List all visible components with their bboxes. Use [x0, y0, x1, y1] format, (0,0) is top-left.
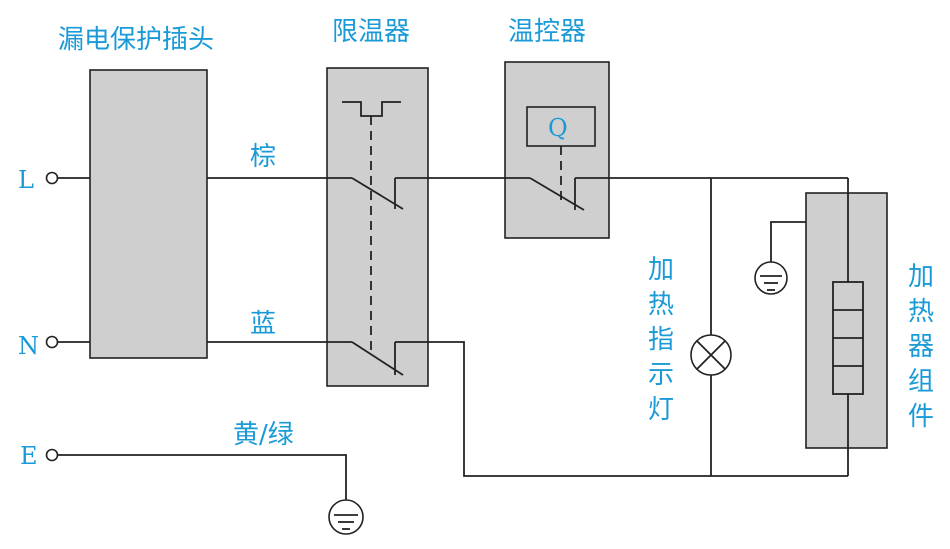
- plug-block: [89, 69, 208, 359]
- earth-wire-label: 黄/绿: [233, 420, 294, 450]
- indicator-char-5: 灯: [648, 395, 674, 425]
- limiter-n-switch-icon: [351, 341, 404, 376]
- brown-wire-label: 棕: [250, 142, 276, 172]
- plug-title: 漏电保护插头: [58, 25, 214, 55]
- indicator-char-2: 热: [648, 290, 674, 320]
- terminal-n-label: N: [18, 332, 39, 360]
- ground-icon: [328, 499, 364, 535]
- terminal-l-icon: [45, 171, 59, 185]
- thermostat-block: [504, 61, 610, 239]
- indicator-char-4: 示: [648, 360, 674, 390]
- thermostat-switch-icon: [529, 177, 585, 211]
- blue-wire-label: 蓝: [250, 309, 276, 339]
- terminal-e-label: E: [20, 442, 38, 470]
- lamp-icon: [690, 334, 732, 376]
- thermostat-sensor-box: [526, 106, 596, 147]
- limiter-l-switch-icon: [351, 177, 404, 210]
- limiter-block: [326, 67, 429, 387]
- heater-char-4: 组: [908, 367, 934, 397]
- indicator-char-3: 指: [648, 325, 674, 355]
- thermostat-title: 温控器: [508, 17, 586, 47]
- indicator-char-1: 加: [648, 255, 674, 285]
- heating-element-icon: [832, 281, 864, 395]
- terminal-e-icon: [45, 448, 59, 462]
- earth-wire: [58, 454, 347, 500]
- heater-ground-wire: [770, 221, 806, 265]
- limiter-title: 限温器: [332, 17, 410, 47]
- terminal-l-label: L: [18, 166, 34, 194]
- heater-char-2: 热: [908, 297, 934, 327]
- thermostat-symbol: Q: [548, 114, 568, 142]
- heater-char-1: 加: [908, 262, 934, 292]
- terminal-n-icon: [45, 335, 59, 349]
- heater-ground-icon: [754, 261, 788, 295]
- heater-char-5: 件: [908, 402, 934, 432]
- heater-char-3: 器: [908, 332, 934, 362]
